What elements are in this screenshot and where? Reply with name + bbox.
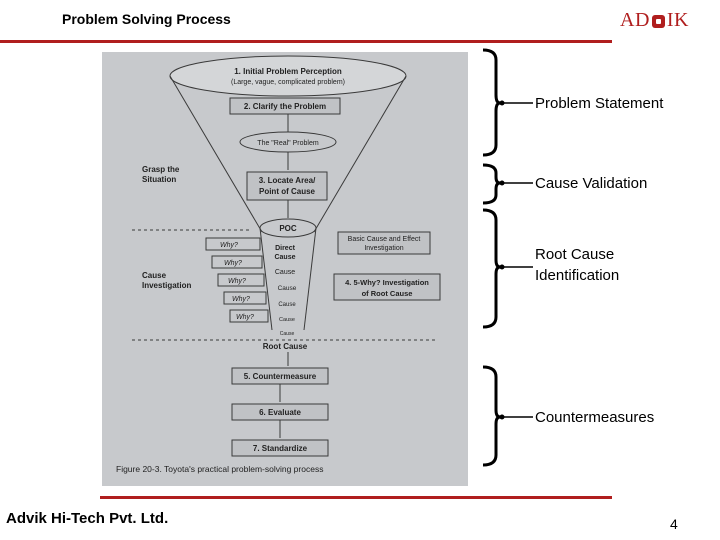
fig-grasp-line1: Grasp the: [142, 165, 180, 174]
fig-cause-5: Cause: [280, 331, 295, 337]
fig-step4-line1: 4. 5-Why? Investigation: [345, 278, 429, 287]
fig-caption: Figure 20-3. Toyota's practical problem-…: [116, 464, 323, 474]
fig-cause-inv-line2: Investigation: [142, 281, 191, 290]
bracket-problem-statement: [482, 48, 501, 157]
footer-company: Advik Hi-Tech Pvt. Ltd.: [6, 510, 169, 527]
fig-cause-1: Cause: [275, 269, 295, 276]
fig-grasp-line2: Situation: [142, 175, 176, 184]
brackets-graphic: [482, 48, 533, 467]
page-number: 4: [670, 516, 678, 532]
footer-rule: [100, 496, 612, 499]
fig-why-4: Why?: [232, 296, 250, 303]
fig-step2: 2. Clarify the Problem: [244, 102, 326, 111]
fig-why-5: Why?: [236, 314, 254, 321]
fig-step4-line2: of Root Cause: [362, 289, 413, 298]
logo-text-left: AD: [620, 9, 650, 31]
label-problem-statement: Problem Statement: [535, 95, 664, 112]
fig-direct-cause: Cause: [274, 254, 295, 261]
fig-cause-3: Cause: [278, 302, 296, 308]
label-root-cause-line2: Identification: [535, 267, 620, 284]
bracket-countermeasures: [482, 365, 501, 467]
fig-why-2: Why?: [224, 260, 242, 267]
bracket-cause-validation: [482, 163, 501, 205]
label-root-cause-identification: Root Cause Identification: [535, 244, 705, 286]
fig-cause-inv-line1: Cause: [142, 271, 167, 280]
label-root-cause-line1: Root Cause: [535, 246, 615, 263]
label-countermeasures: Countermeasures: [535, 409, 655, 426]
fig-step1-sub: (Large, vague, complicated problem): [231, 79, 345, 86]
fig-real-problem: The "Real" Problem: [257, 140, 319, 147]
fig-why-1: Why?: [220, 242, 238, 249]
fig-direct: Direct: [275, 245, 296, 252]
fig-basic-cause-line1: Basic Cause and Effect: [348, 236, 421, 243]
fig-step3-line2: Point of Cause: [259, 187, 316, 196]
fig-step3-line1: 3. Locate Area/: [259, 176, 316, 185]
logo-square-icon: [651, 15, 665, 28]
fig-step1: 1. Initial Problem Perception: [234, 67, 342, 76]
fig-cause-2: Cause: [278, 285, 297, 292]
company-logo: AD IK: [620, 9, 689, 32]
logo-text-right: IK: [666, 9, 689, 31]
bracket-root-cause: [482, 208, 501, 329]
fig-step7: 7. Standardize: [253, 444, 308, 453]
header-rule: [0, 40, 612, 43]
fig-basic-cause-line2: Investigation: [364, 245, 403, 252]
label-cause-validation: Cause Validation: [535, 175, 648, 192]
problem-solving-figure: 1. Initial Problem Perception (Large, va…: [102, 52, 468, 486]
fig-root-cause: Root Cause: [263, 342, 308, 351]
fig-cause-4: Cause: [279, 317, 295, 323]
figure-drawing: 1. Initial Problem Perception (Large, va…: [116, 55, 441, 474]
fig-why-3: Why?: [228, 278, 246, 285]
fig-poc: POC: [279, 224, 297, 233]
fig-step5: 5. Countermeasure: [244, 372, 317, 381]
fig-step6: 6. Evaluate: [259, 408, 301, 417]
slide-title: Problem Solving Process: [62, 11, 231, 27]
